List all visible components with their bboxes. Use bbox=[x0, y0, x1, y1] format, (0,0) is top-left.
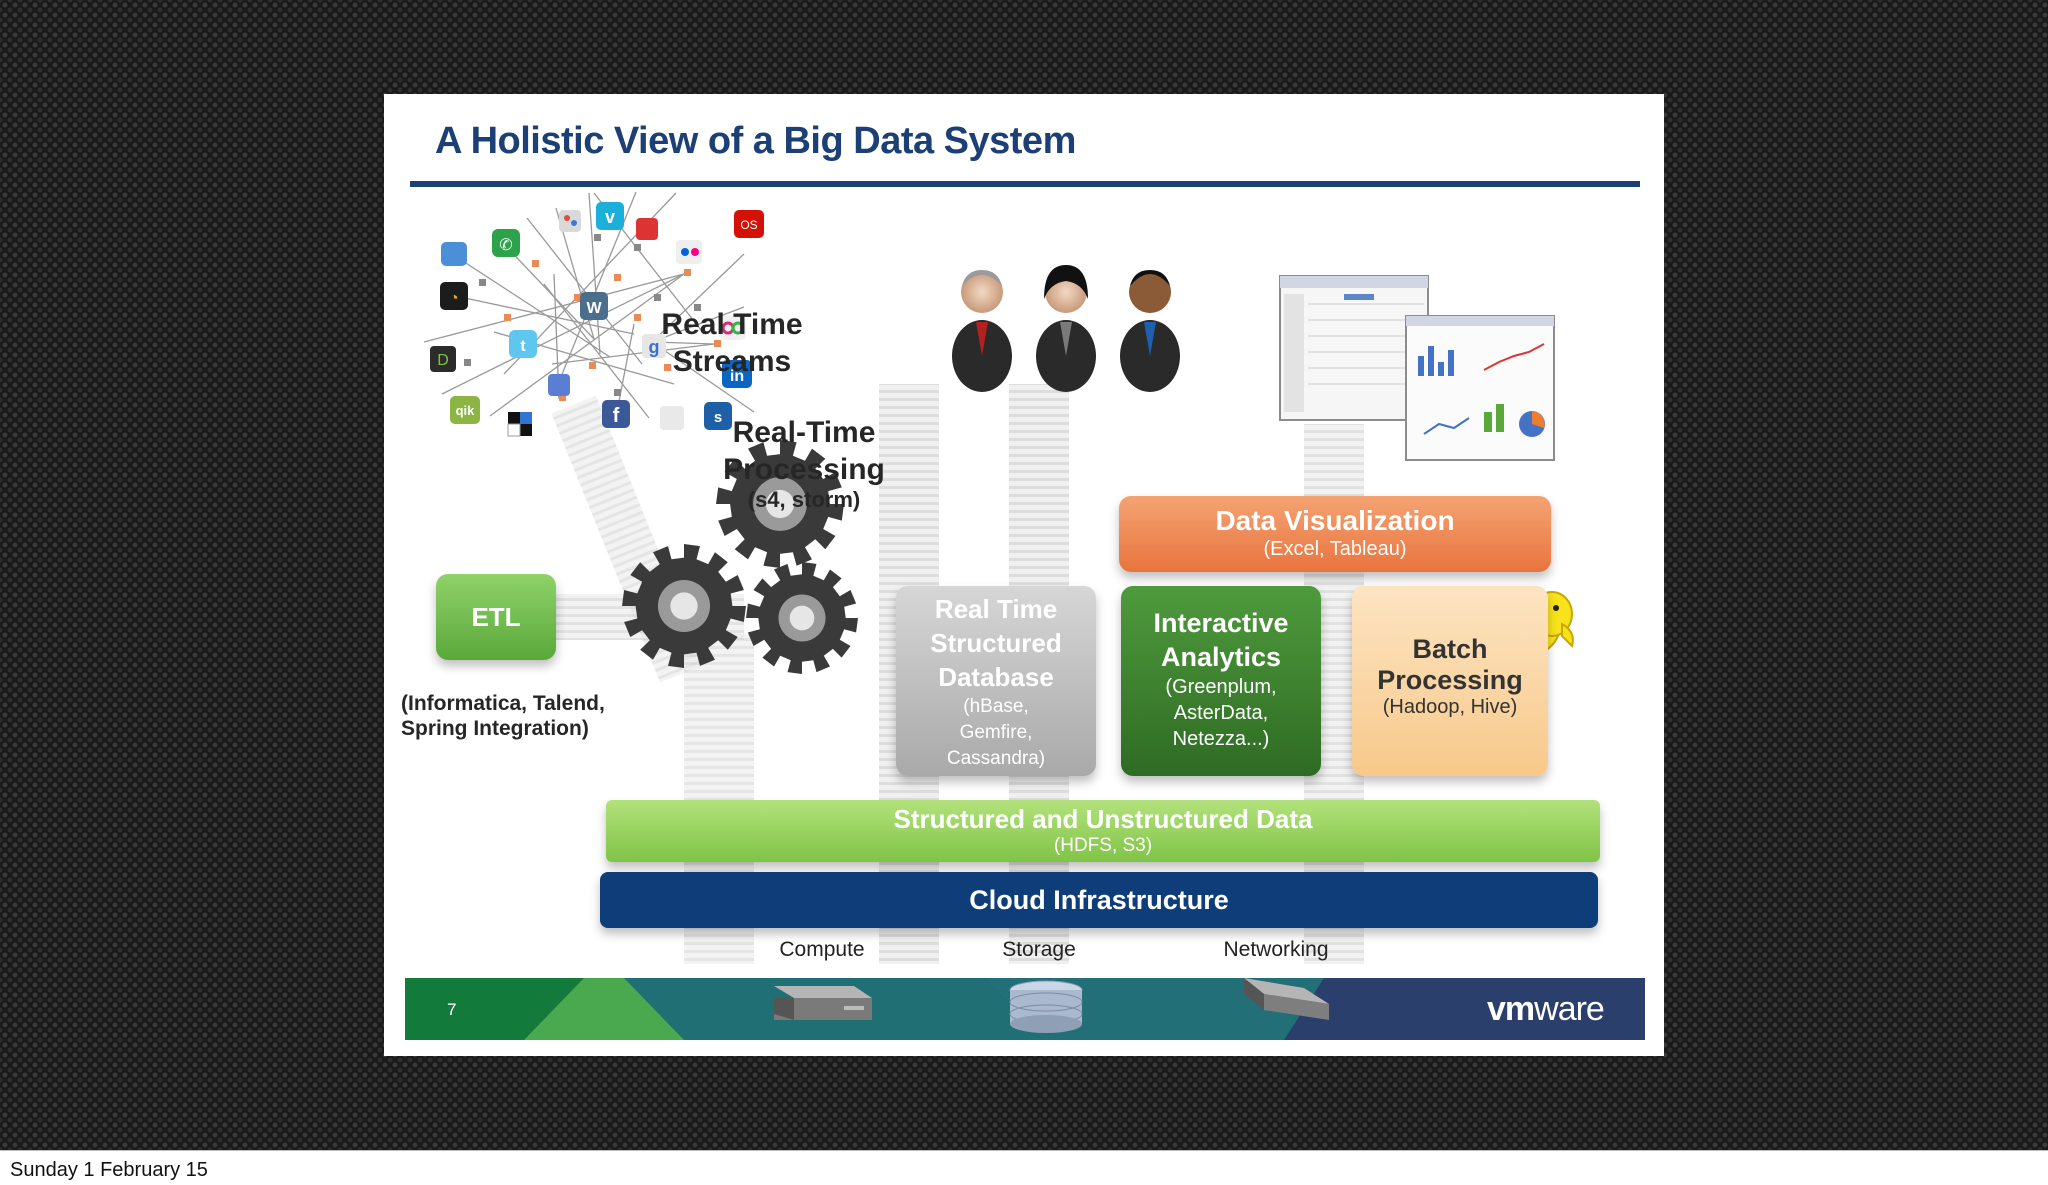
google-icon: g bbox=[642, 334, 666, 358]
person-icon bbox=[1120, 270, 1180, 392]
svg-text:t: t bbox=[520, 338, 526, 355]
youtube-icon bbox=[636, 218, 658, 240]
box-title-line: Analytics bbox=[1160, 642, 1282, 672]
box-subtitle: (Hadoop, Hive) bbox=[1382, 696, 1518, 718]
svg-text:f: f bbox=[613, 405, 620, 427]
lastfm-icon: OS bbox=[734, 210, 764, 238]
label-line: Streams bbox=[672, 345, 792, 378]
facebook-icon: f bbox=[602, 400, 630, 428]
svg-text:W: W bbox=[586, 300, 602, 317]
vimeo-icon: v bbox=[596, 202, 624, 230]
real-time-processing-sub: (s4, storm) bbox=[747, 487, 861, 512]
box-sub-line: (hBase, bbox=[963, 696, 1029, 717]
dashboard-screenshot bbox=[1279, 275, 1429, 421]
linkedin-icon: in bbox=[722, 360, 752, 388]
logo-bold: vm bbox=[1487, 990, 1535, 1028]
qik-icon: qik bbox=[450, 396, 480, 424]
infra-label-storage: Storage bbox=[1002, 938, 1076, 961]
page-number: 7 bbox=[447, 1000, 457, 1019]
infra-label-networking: Networking bbox=[1223, 938, 1329, 961]
etl-note-line: (Informatica, Talend, bbox=[401, 692, 605, 715]
box-title-line: Real Time bbox=[934, 594, 1058, 624]
svg-text:✆: ✆ bbox=[499, 235, 512, 254]
twitter-icon: t bbox=[509, 330, 537, 358]
box-title: Batch Processing bbox=[1352, 586, 1548, 696]
status-bar: Sunday 1 February 15 bbox=[0, 1150, 2048, 1185]
gear-icon bbox=[746, 562, 858, 674]
svg-text:s: s bbox=[714, 409, 722, 426]
real-time-processing-label: Real-Time Processing bbox=[719, 414, 889, 488]
wordpress-icon: W bbox=[580, 292, 608, 320]
box-subtitle: (HDFS, S3) bbox=[1053, 835, 1153, 856]
svg-text:OS: OS bbox=[740, 218, 757, 232]
box-title: Real Time Structured Database bbox=[896, 586, 1096, 694]
box-sub-line: Gemfire, bbox=[959, 722, 1033, 743]
box-title: Interactive Analytics bbox=[1121, 586, 1321, 674]
deviantart-icon: D bbox=[430, 346, 456, 372]
structured-unstructured-data-box: Structured and Unstructured Data (HDFS, … bbox=[606, 800, 1600, 862]
svg-text:D: D bbox=[437, 352, 449, 369]
interactive-analytics-box: Interactive Analytics (Greenplum, AsterD… bbox=[1121, 586, 1321, 776]
svg-text:v: v bbox=[605, 207, 615, 227]
box-title-line: Structured bbox=[930, 628, 1062, 658]
batch-processing-box: Batch Processing (Hadoop, Hive) bbox=[1352, 586, 1548, 776]
box-sub-line: AsterData, bbox=[1173, 702, 1269, 724]
label-line: Processing bbox=[723, 453, 885, 486]
svg-text:◔: ◔ bbox=[449, 290, 459, 307]
logo-normal: ware bbox=[1534, 990, 1605, 1028]
title-rule bbox=[410, 181, 1640, 187]
network-switch-icon bbox=[1244, 978, 1329, 1020]
gear-icon bbox=[622, 544, 746, 668]
box-title-line: Interactive bbox=[1153, 608, 1289, 638]
infra-label-compute: Compute bbox=[779, 938, 865, 961]
box-subtitle: (Excel, Tableau) bbox=[1263, 538, 1407, 560]
box-sub-line: (Greenplum, bbox=[1165, 676, 1277, 698]
real-time-database-box: Real Time Structured Database (hBase, Ge… bbox=[896, 586, 1096, 776]
slide: A Holistic View of a Big Data System bbox=[384, 94, 1664, 1056]
box-title-line: Database bbox=[938, 662, 1054, 692]
svg-text:g: g bbox=[649, 337, 660, 357]
people-icon bbox=[559, 210, 581, 232]
etl-note-line: Spring Integration) bbox=[401, 717, 589, 740]
chat-icon bbox=[441, 242, 467, 266]
friendfeed-icon bbox=[720, 316, 746, 340]
rss-icon: ◔ bbox=[440, 282, 468, 310]
delicious-icon bbox=[507, 412, 532, 437]
etl-box: ETL bbox=[436, 574, 556, 660]
box-title-line: Batch bbox=[1412, 634, 1488, 664]
box-subtitle: (Greenplum, AsterData, Netezza...) bbox=[1121, 674, 1321, 752]
box-subtitle: (hBase, Gemfire, Cassandra) bbox=[896, 694, 1096, 772]
label-line: Real-Time bbox=[732, 416, 876, 449]
box-title: Data Visualization bbox=[1215, 505, 1455, 536]
android-icon bbox=[660, 406, 684, 430]
dashboard-screenshot bbox=[1405, 315, 1555, 461]
database-icon bbox=[1009, 980, 1083, 1033]
label-line: Real Time bbox=[661, 308, 803, 341]
gear-icon bbox=[716, 440, 844, 568]
person-icon bbox=[952, 270, 1012, 392]
svg-text:in: in bbox=[730, 368, 744, 385]
person-icon bbox=[1036, 265, 1096, 392]
flickr-icon bbox=[676, 240, 702, 264]
box-sub-line: Netezza...) bbox=[1172, 728, 1270, 750]
box-sub-line: Cassandra) bbox=[946, 748, 1046, 769]
etl-note: (Informatica, Talend, Spring Integration… bbox=[401, 691, 641, 741]
svg-text:qik: qik bbox=[456, 403, 476, 418]
server-icon bbox=[774, 986, 872, 1020]
chat-green-icon: ✆ bbox=[492, 229, 520, 257]
digg-icon: s bbox=[704, 402, 732, 430]
box-title-line: Processing bbox=[1377, 665, 1523, 695]
box-title: Structured and Unstructured Data bbox=[893, 804, 1313, 834]
real-time-streams-label: Real Time Streams bbox=[652, 306, 812, 380]
cloud-infrastructure-box: Cloud Infrastructure bbox=[600, 872, 1598, 928]
slide-title: A Holistic View of a Big Data System bbox=[435, 120, 1076, 162]
data-visualization-box: Data Visualization (Excel, Tableau) bbox=[1119, 496, 1551, 572]
pinterest-icon bbox=[548, 374, 570, 396]
vmware-logo: vmware bbox=[1487, 990, 1605, 1029]
date-label: Sunday 1 February 15 bbox=[10, 1159, 208, 1181]
